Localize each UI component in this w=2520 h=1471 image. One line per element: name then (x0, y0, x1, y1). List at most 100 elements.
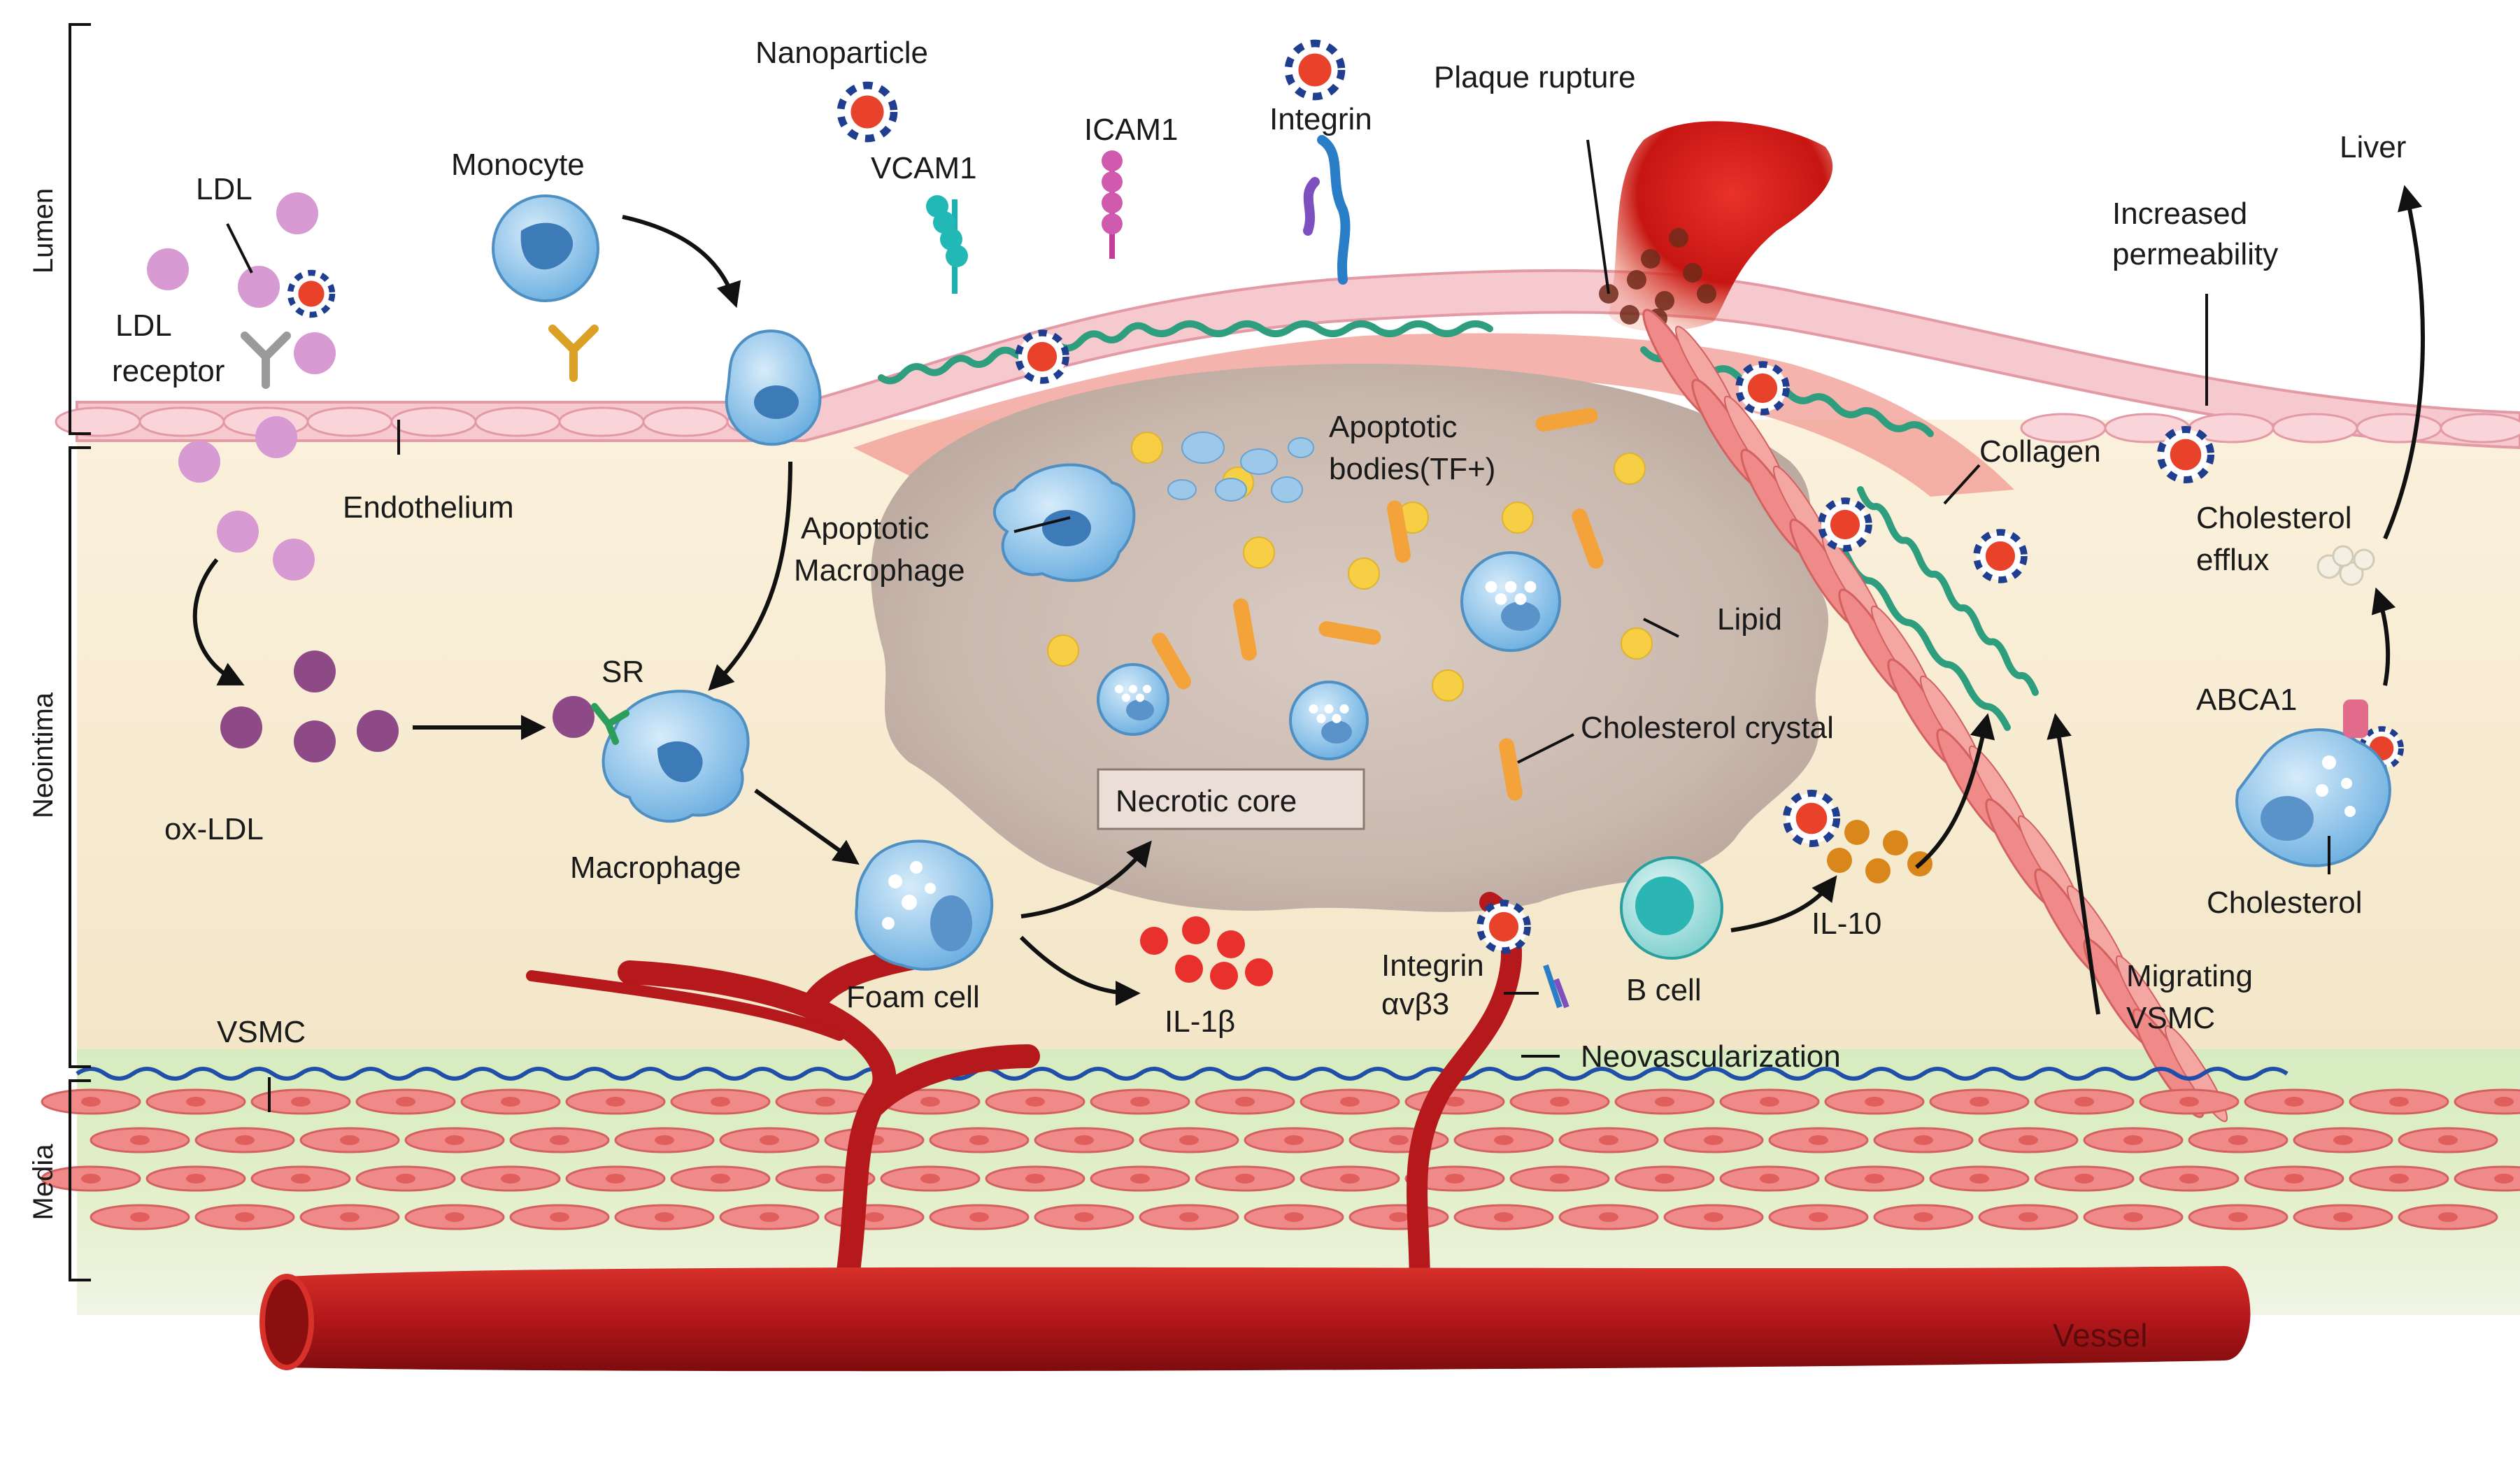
cholesterol-crystal (1572, 509, 1604, 569)
vessel-tree (259, 892, 2251, 1372)
label-nanoparticle: Nanoparticle (755, 36, 928, 70)
il1b-particle (1210, 962, 1238, 990)
label-increased-permeability-2: permeability (2112, 237, 2278, 271)
ox-ldl-particle (294, 651, 336, 692)
apoptotic-body (1288, 437, 1314, 458)
endothelium-layer (76, 269, 2520, 450)
region-label-lumen: Lumen (28, 188, 59, 273)
apoptotic-body (1240, 448, 1278, 475)
collagen-fiber (878, 322, 1151, 385)
fibrous-cap (853, 333, 2014, 497)
ldl-particle (217, 511, 259, 553)
endothelial-cell (642, 406, 729, 437)
ldl-particle (255, 416, 297, 458)
lipid-droplet (1243, 536, 1275, 569)
label-migrating-vsmc-1: Migrating (2126, 959, 2253, 993)
apoptotic-body (1271, 476, 1303, 503)
platelet (1655, 291, 1674, 311)
label-collagen: Collagen (1979, 434, 2101, 469)
integrin-avb3 (1543, 964, 1562, 1009)
ldl-particle (178, 441, 220, 483)
ox-ldl-particle (553, 696, 595, 738)
core-foam-cell (1460, 551, 1561, 652)
nanoparticle-icon (1782, 789, 1841, 848)
platelet (1683, 263, 1702, 283)
vessel (287, 1266, 2251, 1372)
label-integrin: Integrin (1269, 102, 1372, 136)
cholesterol-crystal (1152, 632, 1191, 690)
il1b-particle (1217, 930, 1245, 958)
cholesterol-crystal (1233, 598, 1257, 661)
necrotic-core-contents (992, 408, 1653, 801)
vsmc-cell (2454, 1088, 2520, 1115)
il1b-particle (1245, 958, 1273, 986)
endothelial-cell (138, 406, 225, 437)
label-migrating-vsmc-2: VSMC (2126, 1001, 2215, 1035)
vsmc-cell (2454, 1165, 2520, 1192)
endothelial-cell (474, 406, 561, 437)
label-icam1: ICAM1 (1084, 113, 1178, 147)
il10-particle (1865, 858, 1891, 883)
region-label-media: Media (28, 1144, 59, 1221)
cholesterol-crystal (1499, 738, 1523, 801)
label-integrin-avb3-1: Integrin (1381, 948, 1484, 983)
vessel-opening (259, 1274, 314, 1370)
label-ldl: LDL (196, 172, 252, 206)
lipid-droplet (1348, 557, 1380, 590)
il1b-particle (1140, 927, 1168, 955)
rupture-platelets (1599, 228, 1716, 328)
label-apoptotic-bodies-2: bodies(TF+) (1329, 452, 1495, 486)
label-cholesterol: Cholesterol (2207, 886, 2363, 920)
label-liver: Liver (2340, 130, 2406, 164)
ox-ldl-particle (357, 710, 399, 752)
label-ldl-receptor-1: LDL (115, 308, 172, 343)
region-label-neointima: Neointima (28, 692, 59, 818)
necrotic-core-box (1097, 768, 1365, 830)
lipid-droplet (1131, 432, 1163, 464)
lipid-droplet (1047, 634, 1079, 667)
label-vessel: Vessel (2053, 1317, 2148, 1353)
icam1-molecule (1102, 150, 1123, 259)
adhering-monocyte (725, 329, 822, 446)
il10-particle (1827, 848, 1852, 873)
apoptotic-body (1215, 478, 1247, 502)
endothelial-cell (390, 406, 477, 437)
monocyte-cell (492, 194, 599, 302)
label-necrotic-core: Necrotic core (1116, 784, 1297, 818)
endothelial-cell (2356, 413, 2442, 443)
nanoparticle-icon (1818, 497, 1872, 552)
core-foam-cell (1289, 681, 1369, 760)
nanoparticle-icon (837, 81, 898, 143)
plaque-rupture-clot (1609, 121, 1833, 332)
integrin-molecule (1303, 135, 1351, 285)
ox-ldl-particle (294, 720, 336, 762)
platelet (1627, 270, 1646, 290)
cholesterol-efflux-cluster (2316, 545, 2375, 586)
collagen-fiber (1857, 486, 2039, 696)
ldl-particle (147, 248, 189, 290)
nanoparticle-icon (1476, 900, 1531, 954)
antibody (548, 325, 599, 382)
platelet (1669, 228, 1688, 248)
label-plaque-rupture: Plaque rupture (1434, 60, 1636, 94)
foam-cell (855, 839, 994, 971)
label-increased-permeability-1: Increased (2112, 197, 2247, 231)
nanoparticle-icon (2156, 425, 2215, 484)
core-foam-cell (1097, 663, 1169, 736)
label-lipid: Lipid (1717, 602, 1782, 637)
nanoparticle-icon (1284, 39, 1346, 101)
cholesterol-crystal (1318, 621, 1381, 645)
label-neovascularization: Neovascularization (1581, 1039, 1841, 1074)
il1b-particle (1182, 916, 1210, 944)
collagen-fiber (1144, 320, 1493, 337)
label-endothelium: Endothelium (343, 490, 514, 525)
label-cholesterol-efflux-2: efflux (2196, 543, 2269, 577)
platelet (1697, 284, 1716, 304)
ldl-particle (276, 192, 318, 234)
endothelial-cell (306, 406, 393, 437)
label-vsmc: VSMC (217, 1015, 306, 1049)
macrophage-cell (591, 690, 750, 823)
cholesterol-crystal (1535, 408, 1598, 432)
